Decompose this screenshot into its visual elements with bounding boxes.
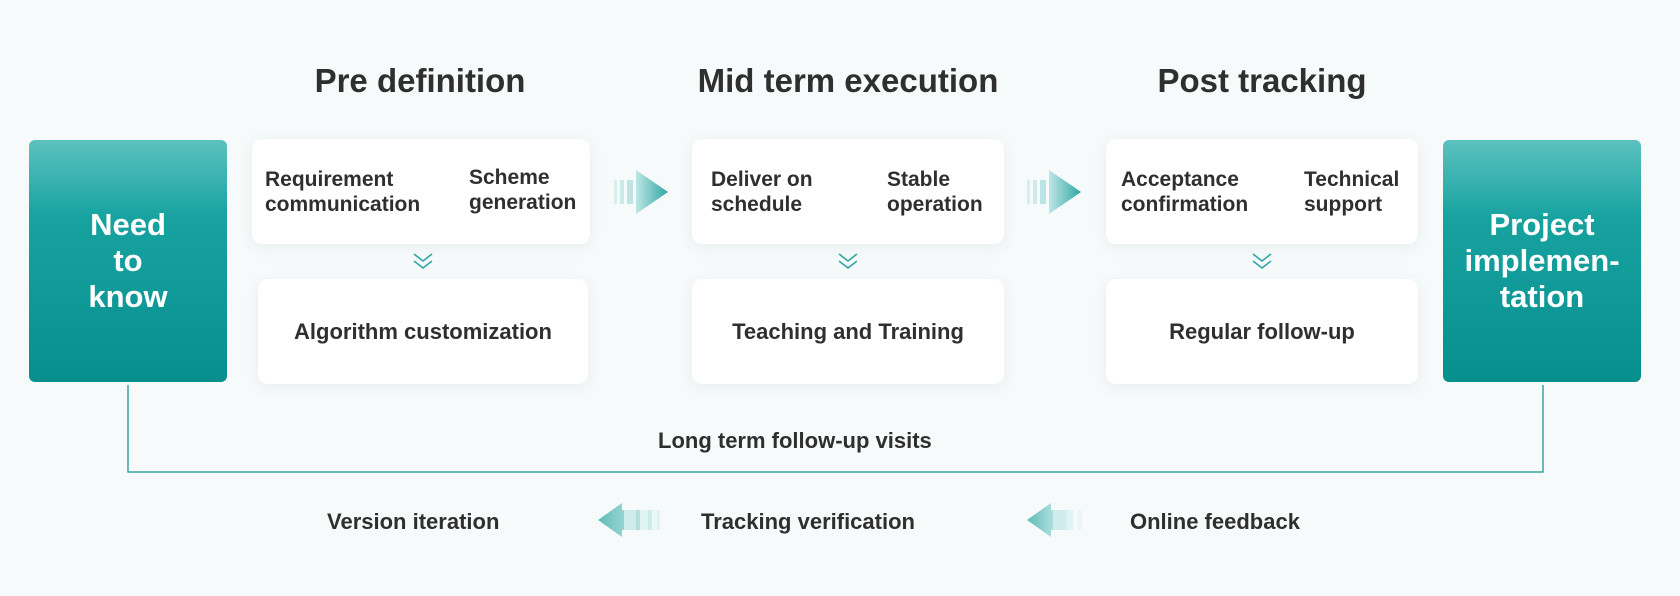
card-teaching-and-training: Teaching and Training bbox=[692, 279, 1004, 384]
double-chevron-down-icon bbox=[838, 253, 858, 270]
item-deliver-on-schedule: Deliver on schedule bbox=[711, 168, 813, 216]
card-pre-definition-top: Requirement communication Scheme generat… bbox=[252, 139, 590, 244]
item-algorithm-customization: Algorithm customization bbox=[294, 318, 552, 344]
card-algorithm-customization: Algorithm customization bbox=[258, 279, 588, 384]
item-teaching-and-training: Teaching and Training bbox=[732, 318, 964, 344]
double-chevron-down-icon bbox=[1252, 253, 1272, 270]
phase-title-mid-term-execution: Mid term execution bbox=[697, 62, 999, 99]
start-box-label: Need to know bbox=[88, 207, 168, 314]
end-box: Project implemen- tation bbox=[1443, 140, 1641, 382]
loop-label: Long term follow-up visits bbox=[658, 428, 932, 453]
arrow-right-icon bbox=[1027, 170, 1081, 214]
double-chevron-down-icon bbox=[413, 253, 433, 270]
end-box-label: Project implemen- tation bbox=[1464, 207, 1620, 314]
feedback-tracking-verification: Tracking verification bbox=[701, 509, 915, 534]
loop-line bbox=[127, 385, 1544, 473]
phase-title-post-tracking: Post tracking bbox=[1157, 62, 1367, 99]
start-box: Need to know bbox=[29, 140, 227, 382]
phase-title-pre-definition: Pre definition bbox=[314, 62, 526, 99]
feedback-online-feedback: Online feedback bbox=[1130, 509, 1300, 534]
card-post-tracking-top: Acceptance confirmation Technical suppor… bbox=[1106, 139, 1418, 244]
feedback-version-iteration: Version iteration bbox=[327, 509, 500, 534]
arrow-right-icon bbox=[614, 170, 668, 214]
item-technical-support: Technical support bbox=[1304, 168, 1400, 216]
arrow-left-icon bbox=[1027, 503, 1082, 537]
item-acceptance-confirmation: Acceptance confirmation bbox=[1121, 168, 1249, 216]
item-scheme-generation: Scheme generation bbox=[469, 166, 577, 214]
card-mid-term-top: Deliver on schedule Stable operation bbox=[692, 139, 1004, 244]
item-stable-operation: Stable operation bbox=[887, 168, 983, 216]
card-regular-follow-up: Regular follow-up bbox=[1106, 279, 1418, 384]
item-requirement-communication: Requirement communication bbox=[265, 168, 421, 216]
item-regular-follow-up: Regular follow-up bbox=[1169, 318, 1355, 344]
arrow-left-icon bbox=[598, 503, 660, 537]
